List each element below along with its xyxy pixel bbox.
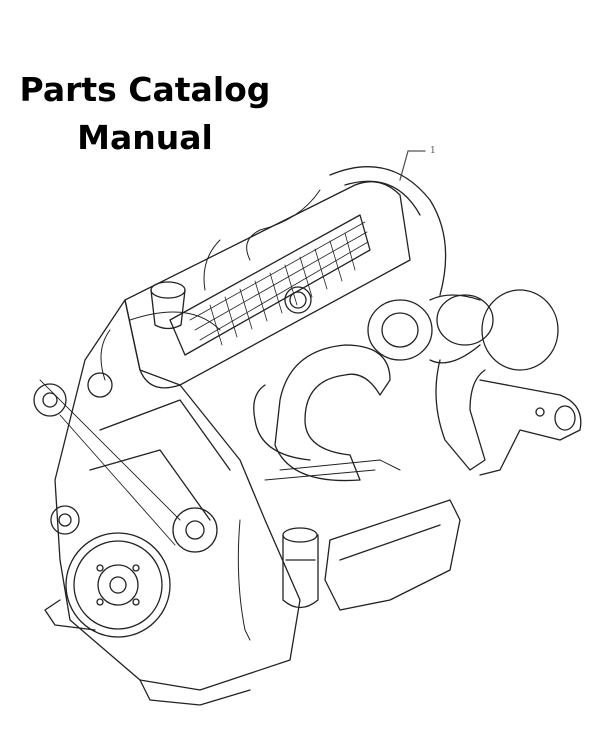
oil-filter (282, 527, 319, 609)
turbocharger (367, 289, 559, 471)
pulleys (33, 372, 218, 553)
callout-leader: 1 (399, 146, 436, 181)
title-line-2: Manual (77, 118, 213, 157)
exhaust-manifold (479, 379, 582, 476)
oil-pan (324, 499, 461, 611)
oil-filler (150, 281, 186, 330)
callout-label: 1 (430, 146, 436, 156)
flywheel-housing (329, 166, 447, 296)
title-line-1: Parts Catalog (19, 70, 271, 109)
intake-pipe (253, 344, 391, 482)
valve-cover (124, 181, 411, 389)
engine-block (44, 299, 301, 706)
hoses (100, 189, 401, 641)
crankshaft-damper (65, 532, 171, 638)
